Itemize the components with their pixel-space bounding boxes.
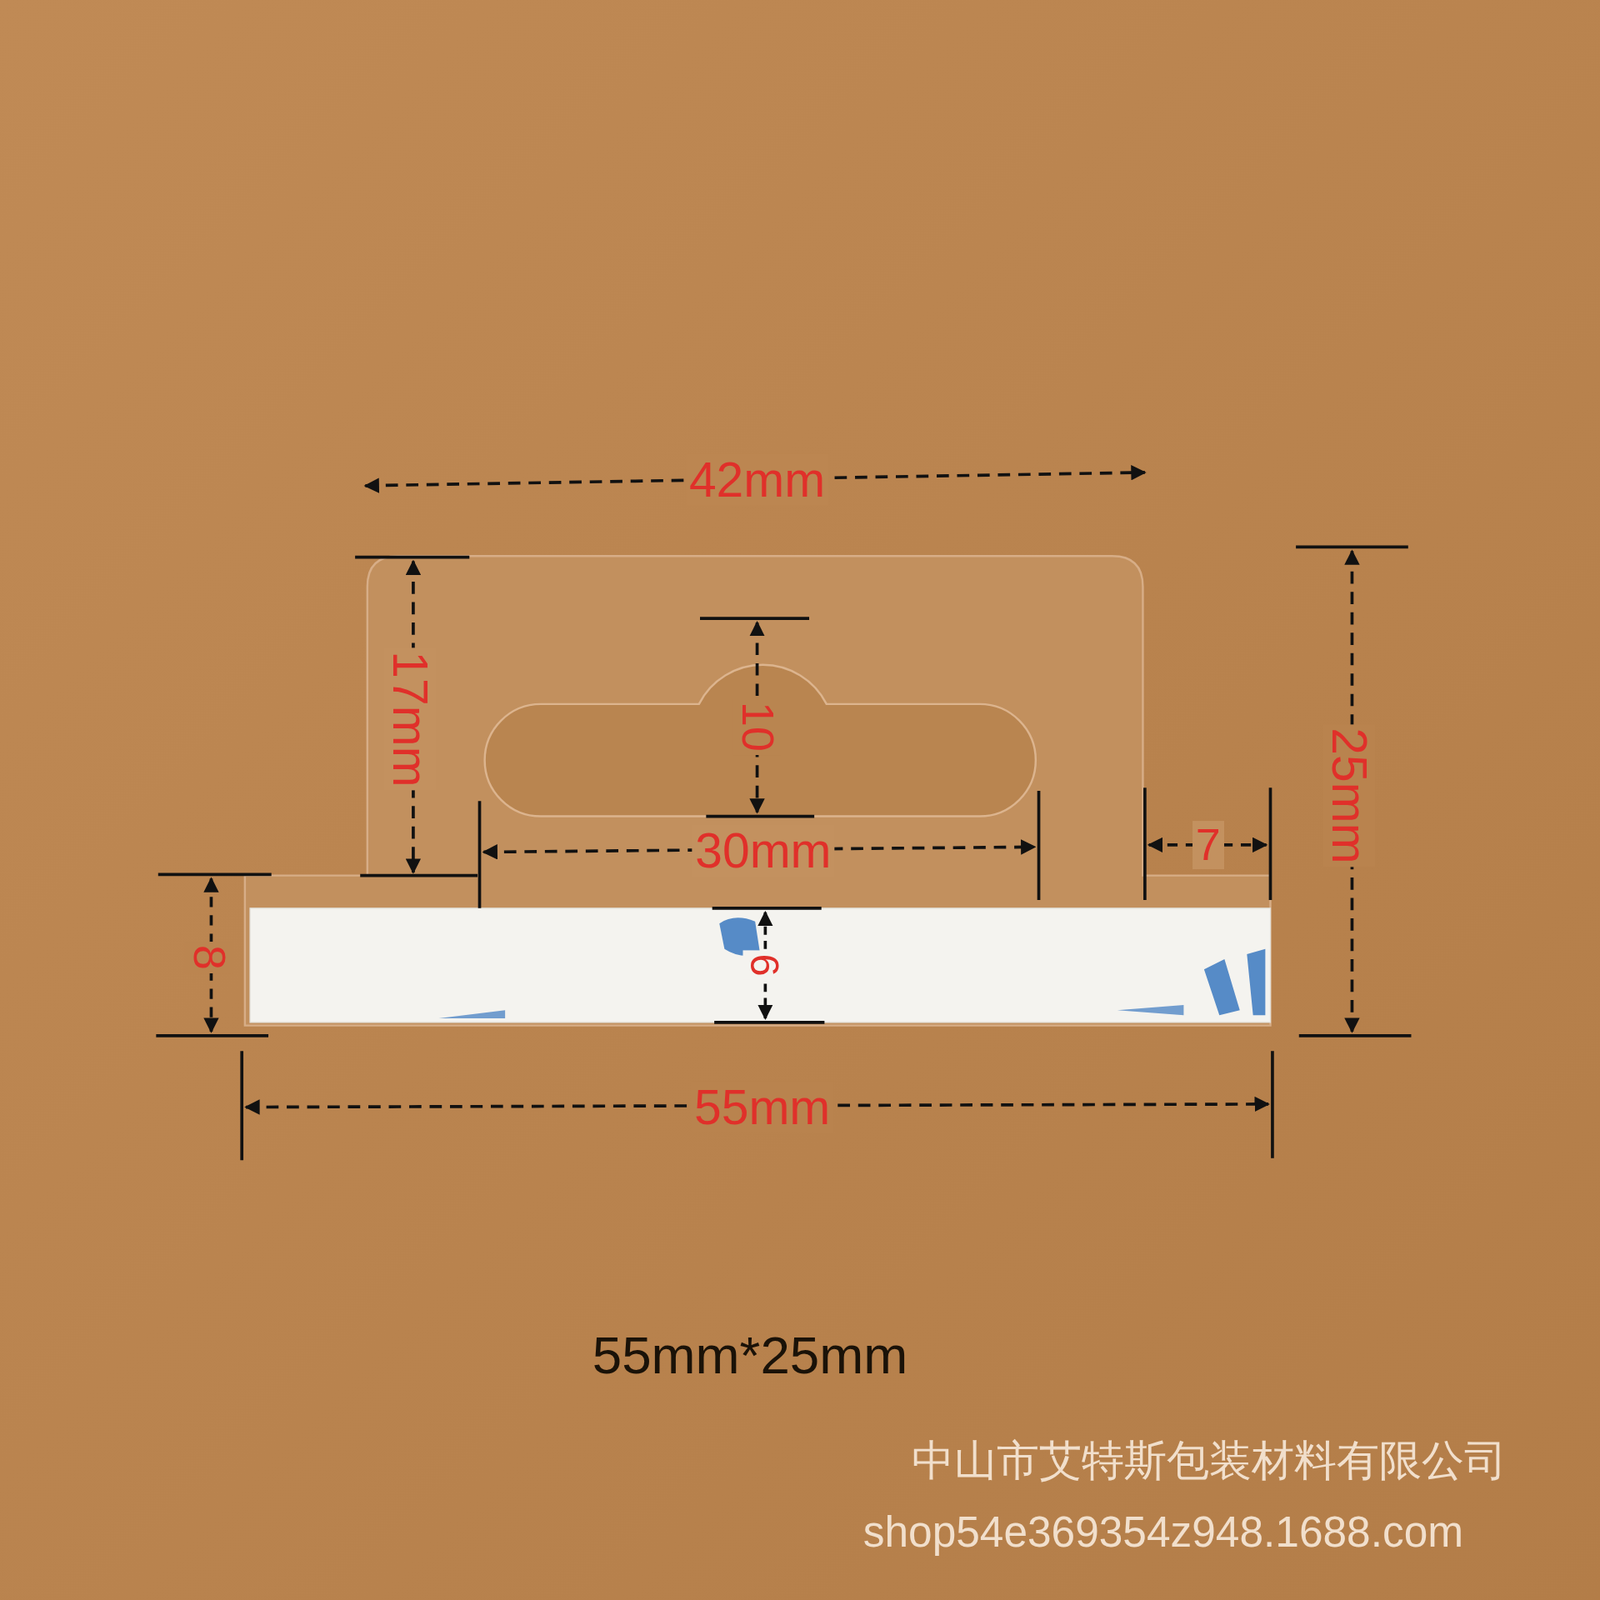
caption: 55mm*25mm (589, 1326, 912, 1384)
dimension-label: 30mm (691, 825, 835, 878)
dimension-label: 8 (185, 941, 234, 974)
euro-slot (485, 665, 1036, 817)
dimension-label: 10 (733, 698, 782, 755)
dimension-lines (155, 472, 1411, 1160)
watermark: 中山市艾特斯包装材料有限公司 (908, 1438, 1510, 1485)
dimension-label: 55mm (690, 1080, 834, 1134)
tape-print (1204, 949, 1265, 1016)
hanger-tab (245, 555, 1271, 1025)
dimension-label: 42mm (685, 453, 829, 506)
watermark: shop54e369354z948.1688.com (860, 1509, 1467, 1555)
dimension-label: 17mm (384, 648, 437, 791)
adhesive-tape (250, 908, 1270, 1023)
dimension-label: 7 (1192, 820, 1225, 870)
dimension-label: 6 (743, 950, 788, 980)
tape-print (439, 1005, 1185, 1019)
dimension-label: 25mm (1322, 724, 1375, 867)
